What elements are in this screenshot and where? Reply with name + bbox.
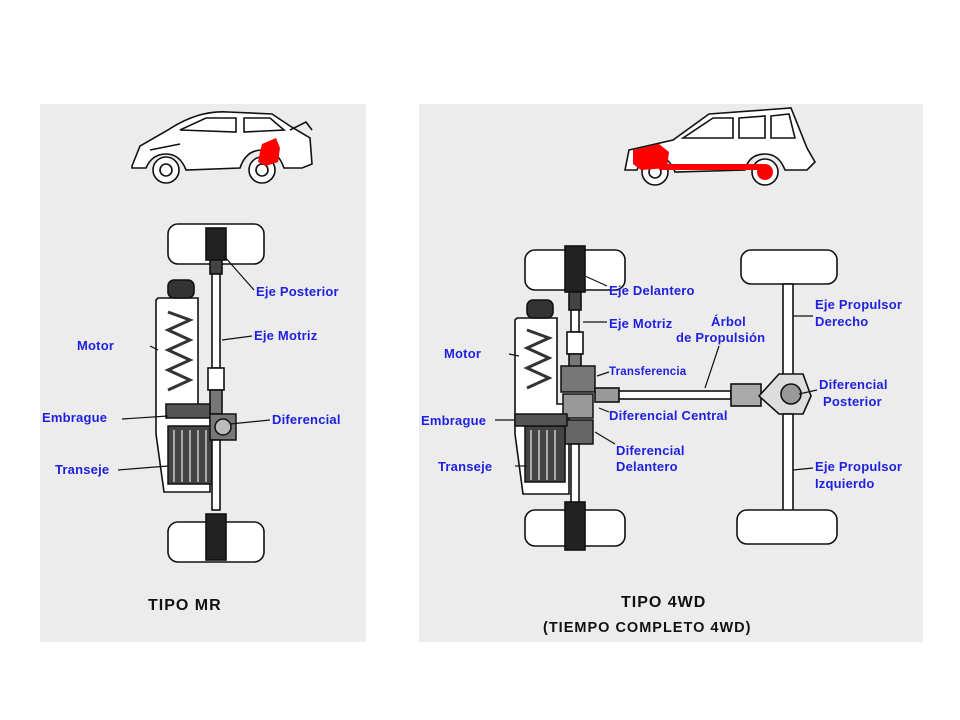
4wd-rear-axle	[736, 249, 838, 545]
mr-front-wheel-bottom	[167, 439, 265, 563]
4wd-caption: TIPO 4WD	[621, 594, 707, 611]
4wd-label-eje-propulsor-derecho-2: Derecho	[815, 314, 869, 329]
mr-car-side-view	[131, 111, 313, 184]
mr-drivetrain-drawing	[117, 111, 313, 563]
mr-caption: TIPO MR	[148, 597, 222, 614]
4wd-front-wheel-bottom	[524, 443, 626, 551]
4wd-label-diferencial-delantero-1: Diferencial	[616, 443, 685, 458]
4wd-label-diferencial-delantero-2: Delantero	[616, 459, 678, 474]
mr-label-eje-posterior: Eje Posterior	[256, 284, 339, 299]
mr-label-transeje: Transeje	[55, 462, 110, 477]
4wd-label-eje-motriz: Eje Motriz	[609, 316, 673, 331]
4wd-label-arbol-1: Árbol	[711, 314, 746, 329]
mr-label-eje-motriz: Eje Motriz	[254, 328, 318, 343]
4wd-leader-lines	[495, 275, 818, 471]
4wd-front-wheel-top	[524, 245, 626, 311]
4wd-label-transeje: Transeje	[438, 459, 493, 474]
4wd-transfer-case	[514, 365, 596, 483]
4wd-layout-panel: Eje Delantero Eje Motriz Árbol de Propul…	[419, 104, 923, 642]
mr-drive-shaft	[207, 273, 225, 415]
4wd-label-diferencial-posterior-2: Posterior	[823, 394, 882, 409]
mr-leader-lines	[117, 255, 271, 471]
4wd-drivetrain-highlight	[633, 144, 773, 180]
4wd-drivetrain-drawing	[495, 107, 838, 551]
4wd-label-eje-delantero: Eje Delantero	[609, 283, 695, 298]
mr-transaxle	[165, 403, 237, 485]
mr-label-embrague: Embrague	[42, 410, 108, 425]
4wd-label-eje-propulsor-izquierdo-2: Izquierdo	[815, 476, 875, 491]
mr-engine-highlight	[258, 138, 280, 166]
4wd-label-arbol-2: de Propulsión	[676, 330, 766, 345]
4wd-label-motor: Motor	[444, 346, 482, 361]
mr-rear-wheel-top	[167, 223, 265, 275]
4wd-label-eje-propulsor-izquierdo-1: Eje Propulsor	[815, 459, 903, 474]
4wd-label-diferencial-central: Diferencial Central	[609, 408, 728, 423]
4wd-label-transferencia: Transferencia	[609, 366, 687, 378]
mr-label-motor: Motor	[77, 338, 115, 353]
4wd-label-eje-propulsor-derecho-1: Eje Propulsor	[815, 297, 903, 312]
mr-layout-panel: Eje Posterior Motor Eje Motriz Embrague …	[40, 104, 366, 642]
4wd-propeller-shaft	[594, 383, 762, 407]
4wd-subcaption: (TIEMPO COMPLETO 4WD)	[543, 620, 752, 636]
4wd-label-embrague: Embrague	[421, 413, 487, 428]
4wd-label-diferencial-posterior-1: Diferencial	[819, 377, 888, 392]
mr-label-diferencial: Diferencial	[272, 412, 341, 427]
